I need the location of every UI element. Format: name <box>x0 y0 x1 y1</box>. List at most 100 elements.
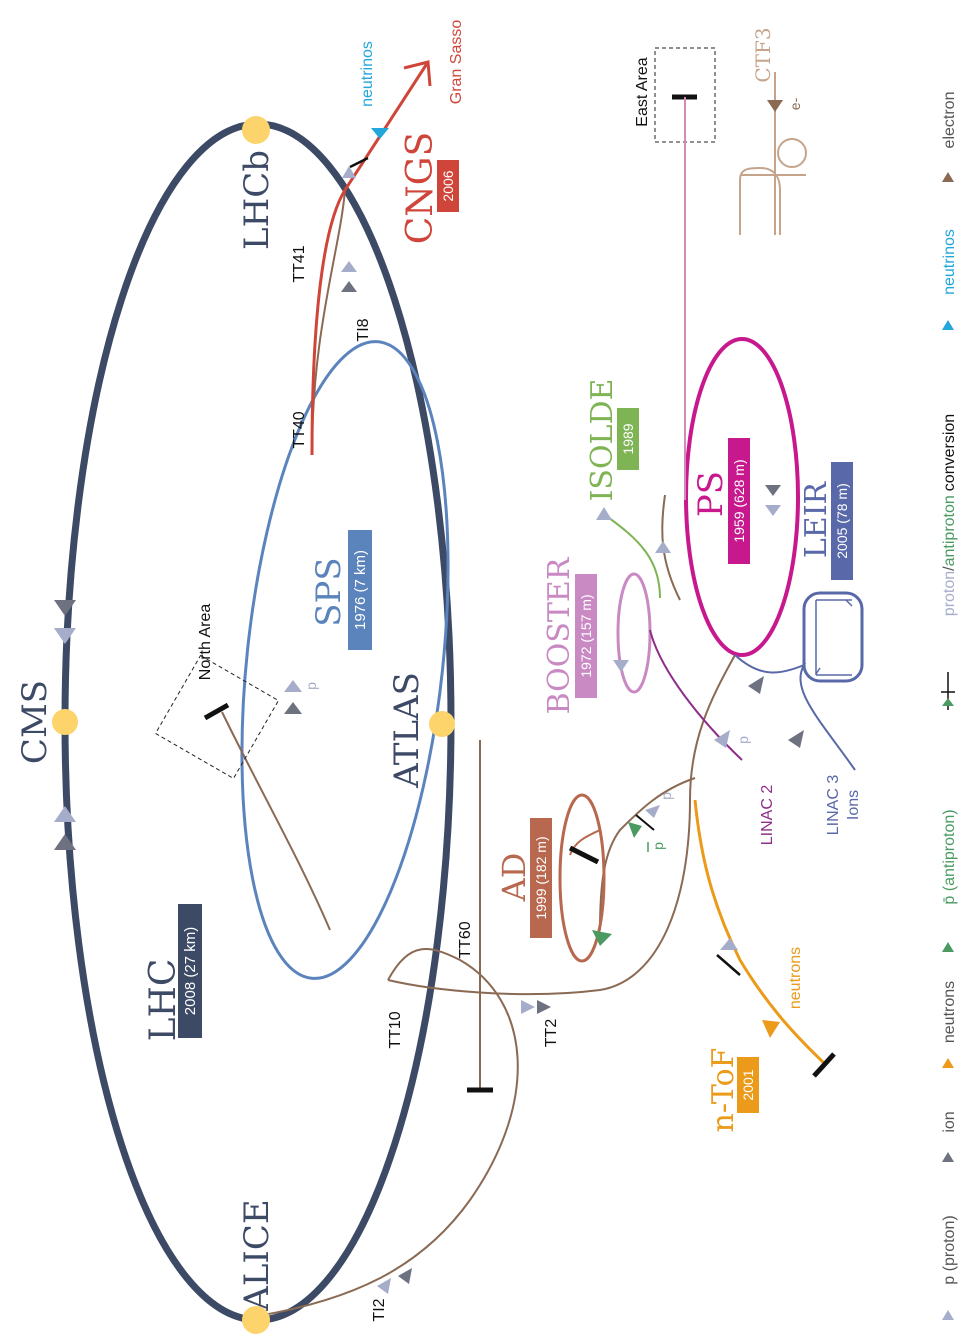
booster-year: 1972 (157 m) <box>578 594 594 677</box>
ntof-name: n-ToF <box>706 1048 741 1133</box>
lhcb-label: LHCb <box>237 150 277 250</box>
linac2-p-label: p <box>735 736 751 744</box>
sps-p-label: p <box>303 682 319 690</box>
sps-year-badge <box>348 530 372 650</box>
ctf3-structure <box>739 72 807 235</box>
north-area-box <box>154 654 280 780</box>
legend: p (proton) ion neutrons p̄ (antiproton) … <box>941 92 958 1320</box>
linac2-label: LINAC 2 <box>759 785 776 846</box>
alice-detector <box>242 1306 270 1334</box>
linac3-line <box>734 654 856 771</box>
north-area-line <box>221 711 331 931</box>
cngs-name: CNGS <box>400 132 441 244</box>
east-area-label: East Area <box>634 57 651 126</box>
ntof-conversion-mark <box>716 954 741 976</box>
ad-injection-line <box>599 777 696 931</box>
leir-year: 2005 (78 m) <box>834 483 850 558</box>
ad-year-badge <box>530 818 552 938</box>
ntof-year-badge <box>737 1057 759 1113</box>
isolde-year-badge <box>617 408 639 470</box>
leir-inner <box>815 599 852 676</box>
cms-detector <box>52 709 78 735</box>
cngs-neutrino-arrow <box>371 128 389 139</box>
ad-ring <box>558 793 606 963</box>
booster-name: BOOSTER <box>542 556 577 714</box>
ad-target <box>568 845 600 865</box>
ad-p-label: p <box>658 792 674 800</box>
ntof-line <box>693 799 828 1067</box>
ad-conversion-mark <box>635 814 655 831</box>
ntof-neutron-arrow <box>762 1020 780 1038</box>
tt41-label: TT41 <box>291 245 308 282</box>
beam-arrows <box>54 261 804 1294</box>
ps-year-badge <box>728 438 750 564</box>
cngs-proton-arrow <box>342 166 356 178</box>
legend-proton: p (proton) <box>941 1215 958 1284</box>
ti2-line <box>257 948 519 1317</box>
booster-ring <box>616 572 652 694</box>
tt40-label: TT40 <box>291 411 308 448</box>
legend-conversion-proton: proton <box>941 571 958 616</box>
ad-year: 1999 (182 m) <box>533 836 549 919</box>
lhc-name: LHC <box>143 959 184 1042</box>
legend-electron-marker <box>942 172 954 182</box>
cngs-neutrinos-label: neutrinos <box>359 41 376 107</box>
lhc-year-badge <box>178 904 202 1038</box>
sps-year: 1976 (7 km) <box>352 550 369 630</box>
ad-name: AD <box>495 853 533 903</box>
cngs-line <box>310 61 430 456</box>
ctf3-name: CTF3 <box>751 27 775 82</box>
atlas-detector <box>429 711 455 737</box>
leir-ring <box>802 591 864 683</box>
legend-ion: ion <box>941 1111 958 1132</box>
ctf3-electron-arrow <box>767 100 783 112</box>
legend-neutrinos-marker <box>942 320 954 330</box>
ps-name: PS <box>691 471 731 517</box>
cms-label: CMS <box>15 680 55 764</box>
legend-neutrons: neutrons <box>941 981 958 1043</box>
legend-conversion: proton/antiprotonconversion <box>941 414 958 616</box>
legend-ion-marker <box>942 1152 954 1162</box>
lhc-year: 2008 (27 km) <box>182 927 199 1015</box>
ctf3-electron-label: e- <box>787 97 803 110</box>
atlas-label: ATLAS <box>387 672 427 789</box>
leir-year-badge <box>831 462 853 580</box>
ntof-year: 2001 <box>740 1069 756 1100</box>
legend-neutrons-marker <box>942 1058 954 1068</box>
cngs-conversion-mark <box>349 156 369 169</box>
sps-name: SPS <box>309 557 349 626</box>
ti2-label: TI2 <box>371 1298 388 1321</box>
legend-antiproton: p̄ (antiproton) <box>941 809 958 904</box>
north-area-label: North Area <box>197 604 214 681</box>
legend-neutrinos: neutrinos <box>941 229 958 295</box>
ps-year: 1959 (628 m) <box>731 459 747 542</box>
tt2-line <box>387 654 736 996</box>
alice-label: ALICE <box>237 1199 277 1311</box>
booster-year-badge <box>575 574 597 698</box>
cngs-year-badge <box>437 160 459 212</box>
linac3-label-line1: LINAC 3 <box>825 775 842 836</box>
leir-name: LEIR <box>799 480 834 558</box>
legend-antiproton-marker <box>942 942 954 952</box>
tt2-label: TT2 <box>543 1019 560 1048</box>
legend-conversion-marker <box>941 672 955 710</box>
isolde-line <box>604 514 661 599</box>
north-area-target <box>203 702 230 721</box>
legend-conversion-antiproton: antiproton <box>941 495 958 566</box>
lhcb-detector <box>242 116 270 144</box>
isolde-year: 1989 <box>620 423 636 454</box>
legend-conversion-sep: / <box>941 566 958 571</box>
gran-sasso-label: Gran Sasso <box>448 20 465 105</box>
tt10-label: TT10 <box>387 1011 404 1048</box>
tt60-label: TT60 <box>457 921 474 958</box>
ad-pbar-label: p <box>650 842 666 850</box>
sps-ring <box>240 340 450 980</box>
legend-proton-marker <box>942 1310 954 1320</box>
ntof-neutrons-label: neutrons <box>787 947 804 1009</box>
legend-electron: electron <box>941 92 958 149</box>
cngs-year: 2006 <box>440 170 456 201</box>
ntof-target <box>812 1052 836 1078</box>
isolde-name: ISOLDE <box>585 379 620 502</box>
cngs-arrowhead <box>403 60 432 87</box>
